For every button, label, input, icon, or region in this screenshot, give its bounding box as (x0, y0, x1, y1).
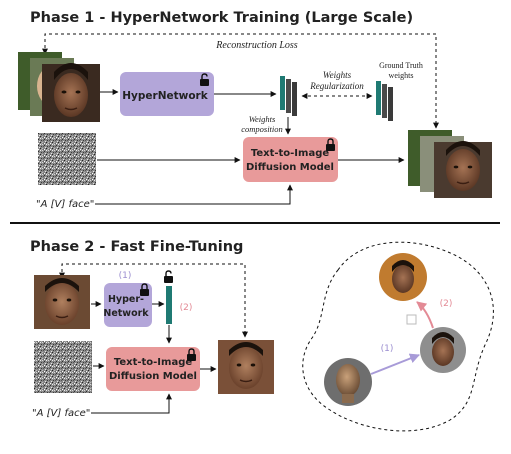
reconstruction-loss-arrow-phase2 (59, 263, 248, 338)
inset-step1-arrow (370, 353, 420, 375)
prompt-phase2: "A [V] face" (32, 408, 90, 419)
lock-icon (140, 283, 149, 296)
result-face-right (420, 327, 466, 373)
diffusion-model-box-phase2 (106, 347, 200, 391)
result-face-top (379, 253, 427, 301)
arrow-prompt-to-diffusion-phase2 (91, 393, 172, 414)
hypernetwork-line2: Network (103, 308, 149, 319)
hypernetwork-line1: Hyper- (108, 294, 144, 305)
hypernetwork-box (120, 72, 214, 116)
unlock-icon (164, 270, 173, 283)
diffusion-model-box (243, 137, 338, 182)
ground-truth-line1: Ground Truth (379, 61, 423, 70)
output-face-stack (408, 130, 492, 198)
weights-regularization-line1: Weights (323, 70, 352, 80)
input-face-stack (18, 52, 100, 122)
intermediate-point (406, 314, 417, 325)
diffusion-line2: Diffusion Model (246, 162, 334, 173)
hypernetwork-label: HyperNetwork (122, 90, 208, 102)
weight-space-blob (302, 241, 494, 432)
prompt-phase1: "A [V] face" (36, 199, 94, 210)
diffusion-line2-phase2: Diffusion Model (109, 371, 197, 382)
input-face-phase2 (34, 275, 90, 329)
reconstruction-loss-label: Reconstruction Loss (215, 40, 297, 51)
inset-step2-label: (2) (440, 299, 453, 309)
weights-composition-line1: Weights (249, 114, 276, 124)
predicted-weights (280, 76, 297, 116)
phase1-title: Phase 1 - HyperNetwork Training (Large S… (30, 10, 413, 26)
ground-truth-weights (376, 81, 393, 121)
arrow-prompt-to-diffusion (95, 184, 293, 205)
phase2-step1-label: (1) (119, 271, 132, 281)
lock-icon (326, 138, 335, 151)
unlock-icon (200, 73, 209, 86)
predicted-weights-phase2 (166, 286, 172, 324)
noise-image (38, 133, 96, 185)
reconstruction-loss-arrow (42, 33, 439, 129)
inset-step1-label: (1) (381, 344, 394, 354)
output-face-phase2 (218, 340, 274, 394)
diffusion-line1-phase2: Text-to-Image (114, 357, 193, 368)
inset-step2-arrow (416, 301, 434, 329)
noise-image (34, 341, 92, 393)
lock-icon (187, 348, 196, 361)
ground-truth-line2: weights (389, 71, 414, 80)
bust-render (324, 358, 372, 406)
phase2-step2-label: (2) (180, 303, 193, 313)
weights-composition-line2: composition (241, 124, 283, 134)
phase2-title: Phase 2 - Fast Fine-Tuning (30, 239, 243, 255)
diffusion-line1: Text-to-Image (251, 148, 330, 159)
weights-regularization-line2: Regularization (309, 81, 364, 91)
